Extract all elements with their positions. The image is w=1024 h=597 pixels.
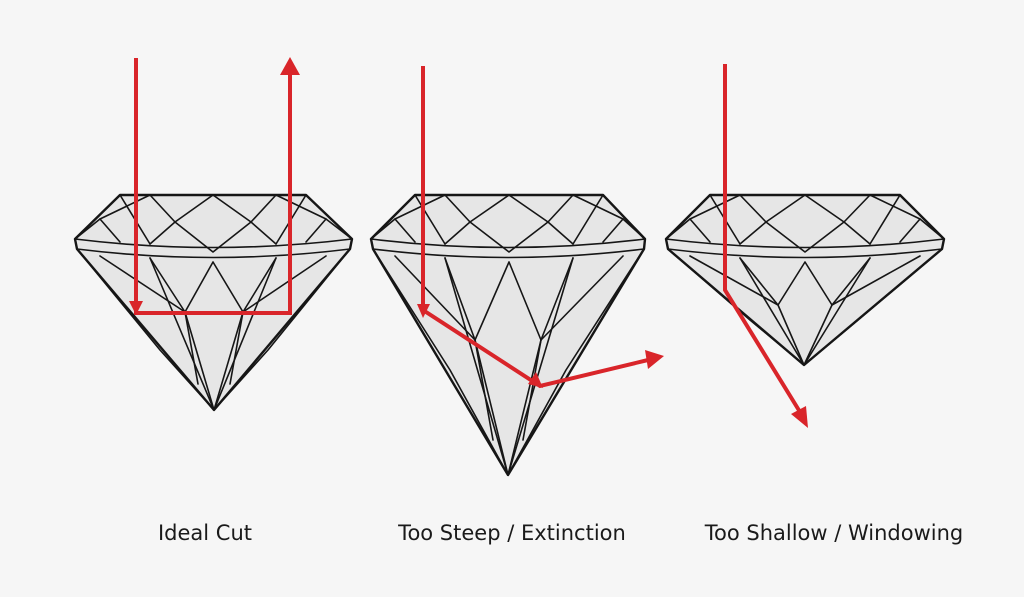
shallow-ray-arrowhead-out	[791, 406, 808, 428]
shallow-diamond-facets	[665, 194, 945, 366]
ideal-light-ray	[134, 58, 292, 315]
shallow-light-ray	[723, 64, 802, 414]
ideal-diamond-facets	[74, 194, 353, 411]
steep-ray-arrowhead-out	[645, 350, 664, 369]
steep-ray-arrowhead-mid	[528, 372, 543, 388]
caption-too-shallow: Too Shallow / Windowing	[704, 521, 964, 545]
caption-ideal-cut: Ideal Cut	[157, 521, 253, 545]
ideal-diamond-outline	[73, 193, 354, 412]
steep-diamond-outline	[369, 193, 647, 477]
steep-diamond-facets	[370, 194, 646, 476]
ideal-ray-arrowhead-up	[280, 57, 300, 75]
shallow-cut-diamond	[664, 64, 946, 428]
steep-cut-diamond	[369, 66, 664, 477]
shallow-diamond-outline	[664, 193, 946, 367]
ideal-ray-arrowhead-down	[129, 301, 143, 315]
ideal-cut-diamond	[73, 57, 354, 412]
steep-light-ray	[421, 66, 649, 389]
steep-ray-arrowhead-down	[417, 304, 430, 318]
caption-too-steep: Too Steep / Extinction	[398, 521, 626, 545]
